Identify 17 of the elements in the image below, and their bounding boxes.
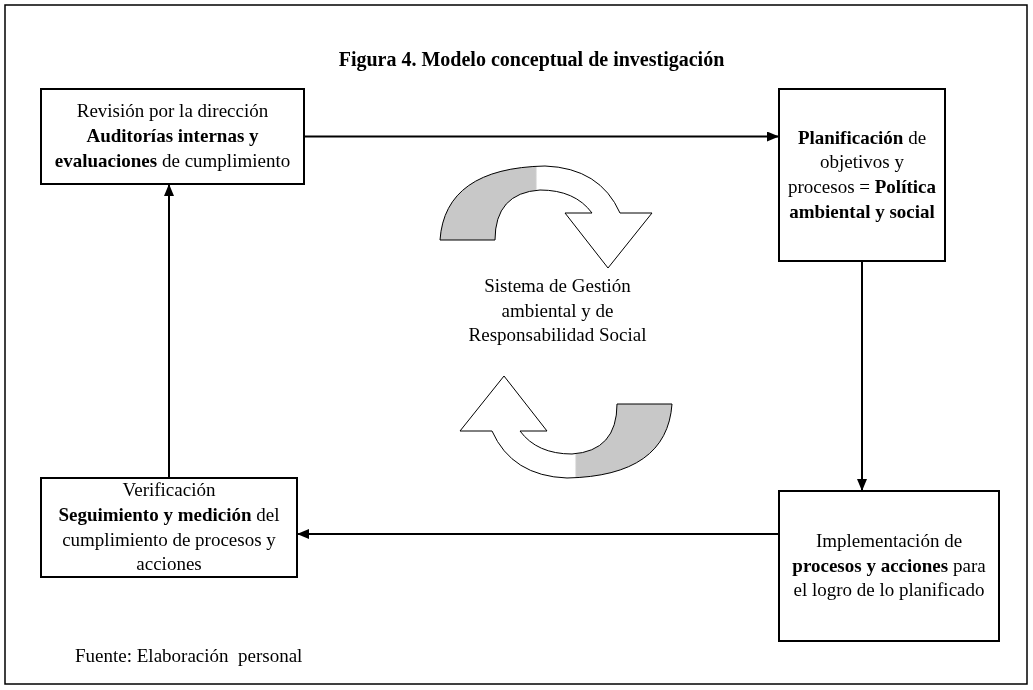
- box-text: Planificación de objetivos y procesos = Política ambiental y social: [788, 125, 936, 224]
- center-label: Sistema de Gestión ambiental y de Responsabilidad Social: [467, 274, 648, 348]
- arrow: [164, 184, 174, 478]
- process-box: [40, 477, 298, 578]
- box-text: Revisión por la dirección: [76, 99, 269, 124]
- arrow: [857, 261, 867, 491]
- box-text: Seguimiento y medición del cumplimiento de procesos y acciones: [57, 502, 281, 577]
- process-box: [778, 490, 1000, 642]
- arrow: [297, 529, 779, 539]
- arrow: [304, 131, 779, 142]
- box-text: Implementación de procesos y acciones para el logro de lo planificado: [791, 528, 987, 603]
- box-text: Verificación: [122, 478, 216, 503]
- process-box: [778, 88, 946, 262]
- box-text: Auditorías internas y evaluaciones de cumplimiento: [53, 124, 292, 173]
- caption: Fuente: Elaboración personal: [75, 645, 303, 667]
- process-box: [40, 88, 305, 185]
- title: Figura 4. Modelo conceptual de investigación: [337, 48, 726, 71]
